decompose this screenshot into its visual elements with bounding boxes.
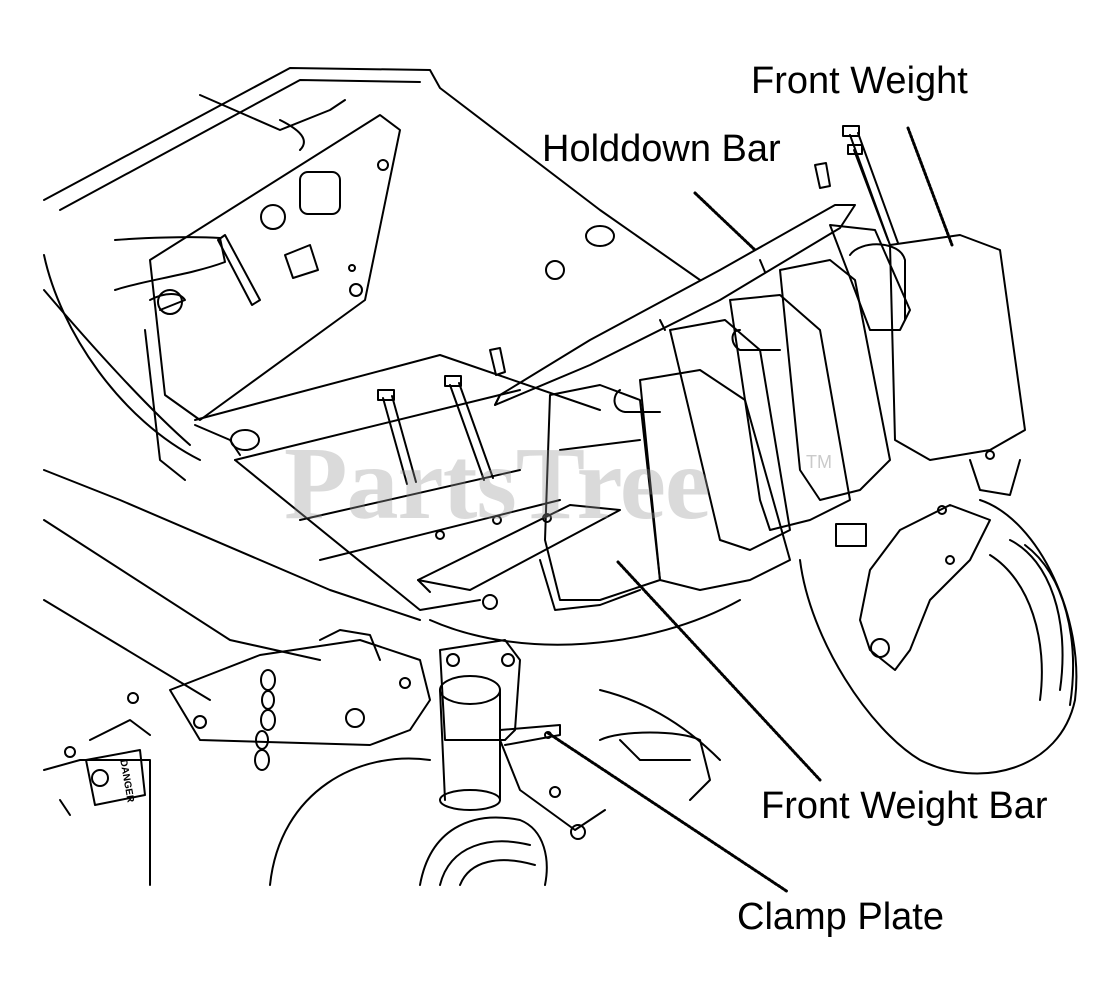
callout-front-weight: Front Weight	[751, 60, 968, 102]
holddown-bar-shape	[494, 204, 856, 406]
callout-front-weight-bar: Front Weight Bar	[761, 785, 1048, 827]
caster-mount-plate	[599, 731, 711, 801]
watermark-trademark: TM	[806, 452, 832, 472]
chain	[254, 669, 276, 771]
front-weights	[544, 224, 1026, 601]
leader-holddown-bar	[693, 191, 757, 252]
frame-plate	[194, 225, 615, 611]
leader-front-weight	[906, 126, 954, 247]
control-lever	[114, 236, 226, 315]
callout-clamp-plate: Clamp Plate	[737, 896, 944, 938]
mower-body-outline	[43, 67, 701, 701]
danger-decal-text: DANGER	[117, 759, 135, 804]
front-weight-bar-shape	[417, 504, 641, 611]
watermark: PartsTree	[284, 426, 711, 541]
mower-deck	[429, 599, 741, 761]
control-panel	[149, 114, 565, 421]
left-caster-assembly	[439, 639, 606, 840]
leader-lines	[546, 126, 954, 894]
leader-front-weight-bar	[616, 560, 822, 782]
left-front-wheel	[269, 757, 548, 886]
callout-holddown-bar: Holddown Bar	[542, 128, 781, 170]
leader-clamp-plate	[546, 731, 790, 894]
danger-decal	[43, 746, 151, 886]
right-caster-wheel	[799, 450, 1078, 775]
weight-bolts	[377, 125, 899, 485]
